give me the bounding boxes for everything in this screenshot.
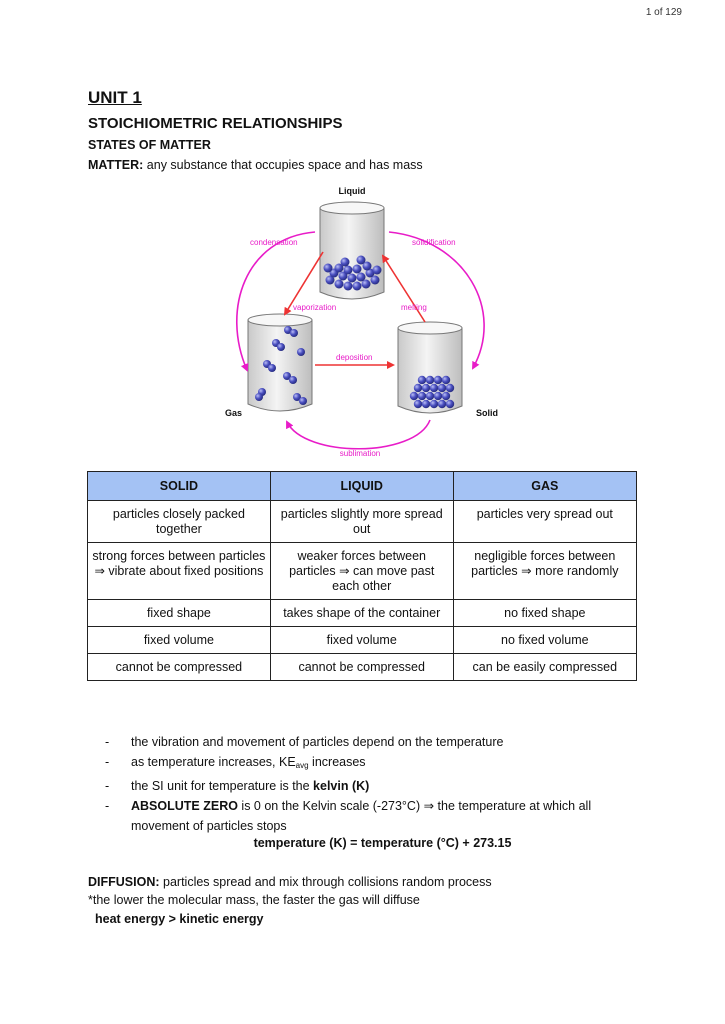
note-text: the vibration and movement of particles … (131, 735, 504, 749)
note-text: as temperature increases, KE (131, 755, 296, 769)
label-condensation: condensation (250, 238, 298, 247)
table-cell: fixed volume (87, 626, 271, 654)
table-cell: fixed volume (269, 626, 454, 654)
label-sublimation: sublimation (340, 449, 380, 458)
table-cell: particles closely packed together (87, 500, 271, 543)
table-cell: fixed shape (87, 599, 271, 627)
states-of-matter-diagram: Liquid Gas Solid condensation solidifica… (225, 186, 498, 458)
label-solid: Solid (476, 408, 498, 418)
matter-definition: MATTER: any substance that occupies spac… (88, 158, 423, 172)
table-row: particles closely packed together partic… (87, 500, 638, 543)
condensation-arrow (235, 231, 316, 372)
bullet-dash: - (105, 779, 110, 793)
gas-beaker (247, 313, 313, 412)
sublimation-arrow (286, 419, 431, 450)
unit-title: UNIT 1 (88, 88, 142, 107)
table-header-row: SOLID LIQUID GAS (87, 471, 638, 501)
matter-text: any substance that occupies space and ha… (146, 158, 423, 172)
table-cell: particles very spread out (452, 500, 638, 543)
molecular-mass-note: *the lower the molecular mass, the faste… (88, 893, 420, 907)
list-item: - as temperature increases, KEavg increas… (105, 752, 635, 776)
table-cell: particles slightly more spread out (269, 500, 454, 543)
note-text: the SI unit for temperature is the (131, 779, 314, 793)
note-text: increases (308, 755, 366, 769)
list-item: - the SI unit for temperature is the kelv… (105, 776, 635, 796)
header-liquid: LIQUID (269, 471, 454, 501)
list-item: - ABSOLUTE ZERO is 0 on the Kelvin scale … (105, 796, 635, 836)
notes-list: - the vibration and movement of particles… (105, 732, 635, 836)
matter-term: MATTER: (88, 158, 144, 172)
liquid-beaker (319, 201, 385, 300)
table-cell: can be easily compressed (452, 653, 638, 681)
energy-comparison: heat energy > kinetic energy (95, 912, 264, 926)
note-text: is 0 on the Kelvin scale (-273°C) ⇒ the … (131, 799, 592, 833)
table-cell: cannot be compressed (87, 653, 271, 681)
melting-arrow (381, 254, 426, 323)
bullet-dash: - (105, 799, 110, 813)
table-cell: strong forces between particles ⇒ vibrat… (87, 542, 271, 600)
ke-subscript: avg (295, 761, 309, 770)
list-item: - the vibration and movement of particles… (105, 732, 635, 752)
temperature-formula: temperature (K) = temperature (°C) + 273… (253, 836, 512, 850)
table-row: fixed volume fixed volume no fixed volum… (87, 626, 638, 654)
diffusion-term: DIFFUSION: (88, 875, 160, 889)
label-deposition: deposition (336, 353, 372, 362)
solid-beaker (397, 321, 463, 414)
table-row: cannot be compressed cannot be compresse… (87, 653, 638, 681)
table-cell: no fixed shape (452, 599, 638, 627)
table-row: fixed shape takes shape of the container… (87, 599, 638, 627)
subsection-heading: STATES OF MATTER (88, 138, 211, 152)
note-bold: ABSOLUTE ZERO (131, 799, 238, 813)
header-gas: GAS (452, 471, 638, 501)
header-solid: SOLID (87, 471, 271, 501)
table-cell: takes shape of the container (269, 599, 454, 627)
diffusion-definition: DIFFUSION: particles spread and mix thro… (88, 875, 492, 889)
states-comparison-table: SOLID LIQUID GAS particles closely packe… (87, 471, 638, 681)
note-bold: kelvin (K) (313, 779, 370, 793)
section-heading: STOICHIOMETRIC RELATIONSHIPS (88, 115, 343, 132)
bullet-dash: - (105, 735, 110, 749)
table-cell: negligible forces between particles ⇒ mo… (452, 542, 638, 600)
page-number: 1 of 129 (645, 7, 682, 18)
table-cell: cannot be compressed (269, 653, 454, 681)
label-gas: Gas (225, 408, 242, 418)
label-solidification: solidification (412, 238, 456, 247)
label-liquid: Liquid (339, 186, 366, 196)
table-cell: weaker forces between particles ⇒ can mo… (269, 542, 454, 600)
table-cell: no fixed volume (452, 626, 638, 654)
vaporization-arrow (283, 251, 324, 316)
solidification-arrow (388, 231, 485, 370)
table-row: strong forces between particles ⇒ vibrat… (87, 542, 638, 600)
label-melting: melting (401, 303, 427, 312)
label-vaporization: vaporization (293, 303, 336, 312)
bullet-dash: - (105, 755, 110, 769)
diffusion-text: particles spread and mix through collisi… (159, 875, 492, 889)
